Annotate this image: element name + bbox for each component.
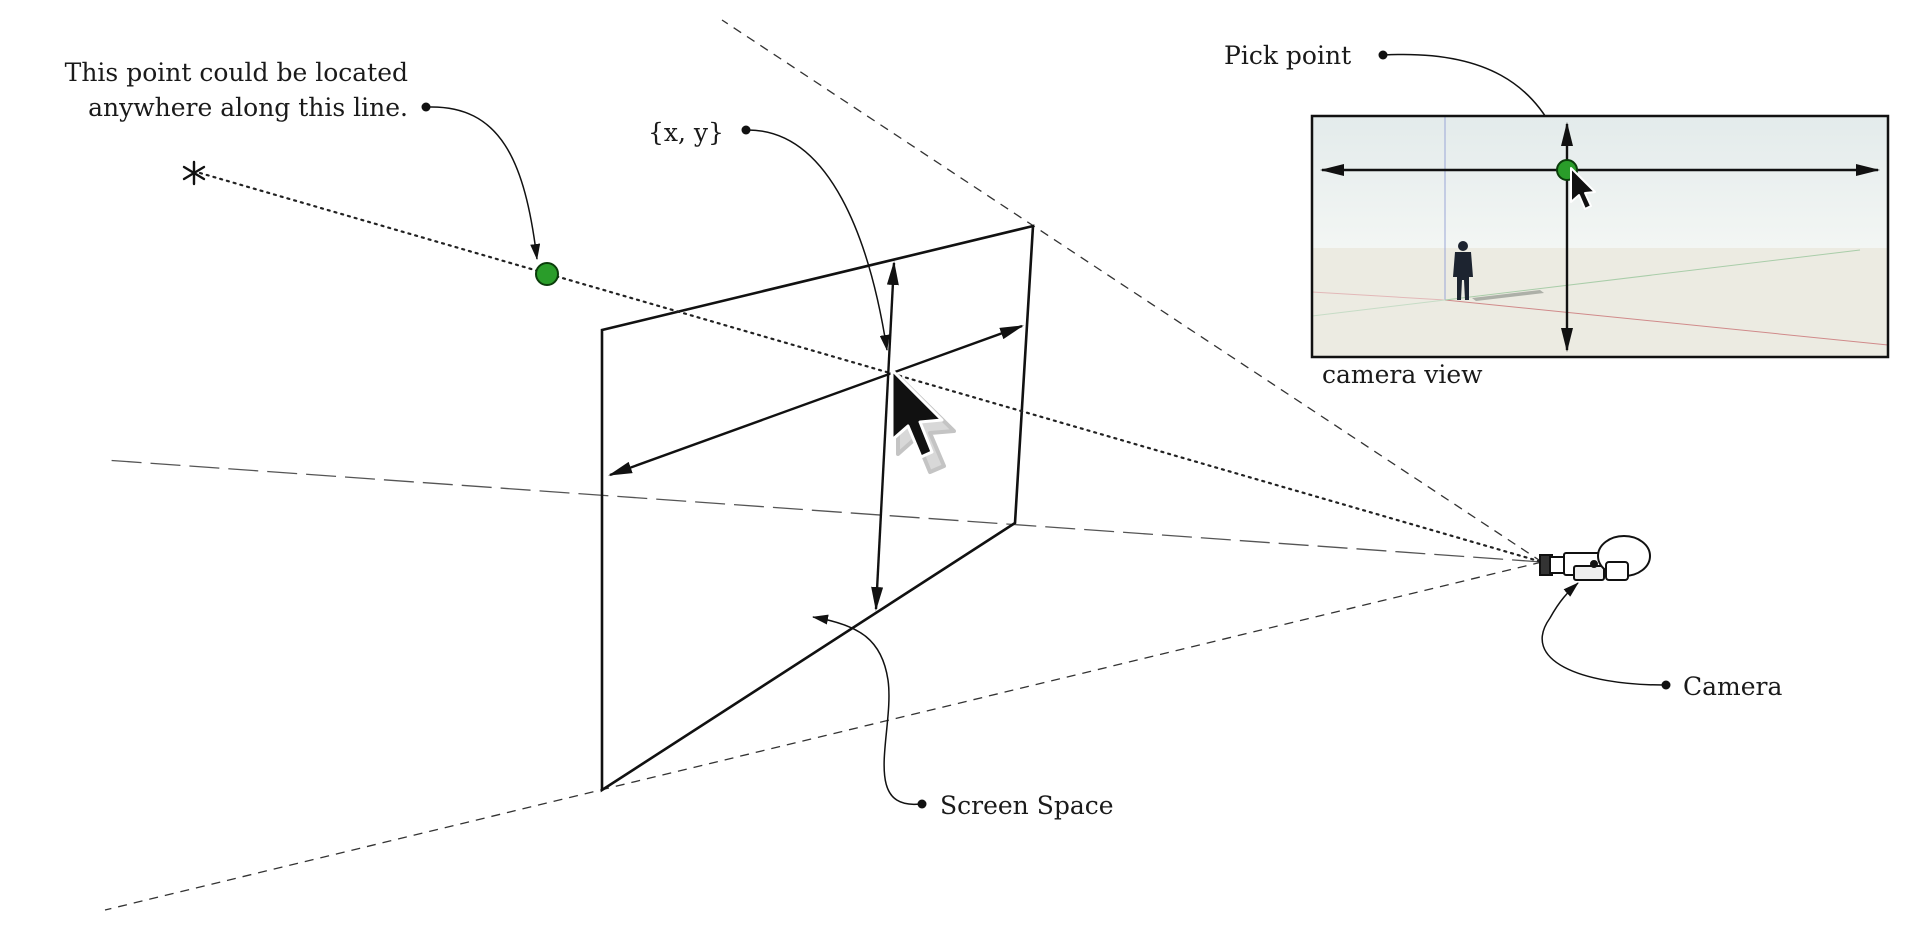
screen-horizontal-axis [608, 324, 1024, 477]
callout-screen-space [812, 614, 921, 805]
pick-ray-line [198, 171, 1544, 564]
ray-note-label-line1: This point could be located [65, 58, 408, 87]
ray-point-marker [535, 262, 559, 286]
green-axis-line [1444, 249, 1861, 301]
person-shadow [1472, 290, 1544, 301]
green-axis-line-left [1312, 299, 1446, 317]
camera-label: Camera [1683, 672, 1782, 701]
person-figure-icon [1453, 241, 1473, 300]
asterisk-icon [182, 160, 206, 186]
red-axis-line-left [1312, 291, 1446, 301]
pick-point-label: Pick point [1224, 41, 1351, 70]
ray-note-label-line2: anywhere along this line. [88, 93, 408, 122]
frustum-center-line [104, 459, 1543, 563]
screen-plane [600, 224, 1035, 793]
camera-icon [1539, 535, 1651, 581]
callout-camera [1541, 582, 1665, 686]
screen-vertical-axis [871, 261, 899, 611]
callout-ray-note [427, 106, 541, 260]
red-axis-line [1444, 299, 1888, 346]
frustum-lines [104, 19, 1543, 911]
inset-mouse-pointer-icon [1570, 167, 1596, 210]
callout-dots [421, 50, 1671, 809]
camera-view-inset [1310, 114, 1890, 359]
camera-view-frame [1310, 114, 1890, 359]
callout-coord [747, 129, 890, 351]
mouse-pointer-icon [890, 368, 956, 474]
coord-label: {x, y} [648, 118, 724, 147]
frustum-bottom-line [104, 561, 1543, 911]
camera-view-label: camera view [1322, 360, 1483, 389]
frustum-top-line [721, 19, 1543, 563]
screen-axes [608, 261, 1024, 611]
screen-space-label: Screen Space [940, 791, 1114, 820]
